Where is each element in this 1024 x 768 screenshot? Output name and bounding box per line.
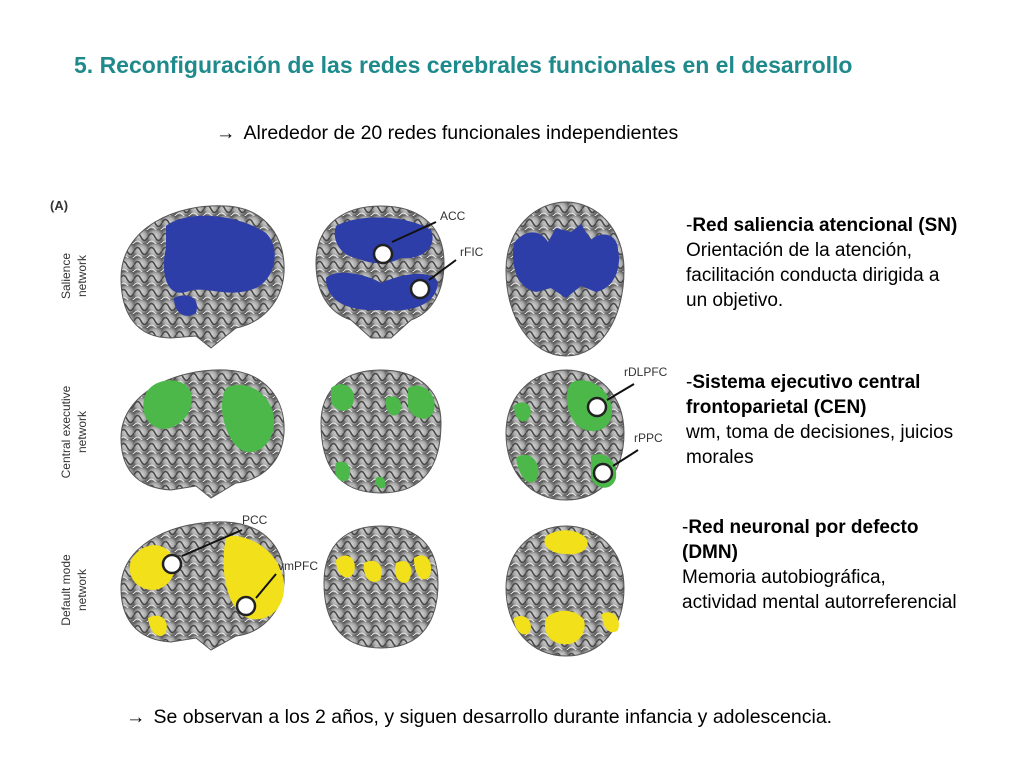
row-label-default-mode: Default mode network <box>59 554 89 626</box>
cen-axial-brain: rDLPFC rPPC <box>506 365 668 500</box>
cen-coronal-brain <box>321 370 441 493</box>
row-label-line2: network <box>75 410 89 453</box>
panel-label: (A) <box>50 198 68 213</box>
sn-line-3: un objetivo. <box>686 288 1016 313</box>
row-label-central-executive: Central executive network <box>59 385 89 478</box>
subtitle: → Alrededor de 20 redes funcionales indep… <box>216 122 678 145</box>
right-arrow-icon: → <box>126 706 146 728</box>
cen-sagittal-brain <box>121 370 284 498</box>
rdlpfc-marker <box>588 398 606 416</box>
acc-marker <box>374 245 392 263</box>
row-label-line2: network <box>75 254 89 297</box>
sn-line-2: facilitación conducta dirigida a <box>686 263 1016 288</box>
rfic-marker <box>411 280 429 298</box>
row-label-line2: network <box>75 568 89 611</box>
right-arrow-icon: → <box>216 122 236 144</box>
row-label-salience: Salience network <box>59 253 89 299</box>
dmn-line-2: actividad mental autorreferencial <box>682 590 1018 615</box>
salience-network-description: -Red saliencia atencional (SN) Orientaci… <box>686 213 1016 313</box>
rppc-marker <box>594 464 612 482</box>
footer-note: → Se observan a los 2 años, y siguen desa… <box>126 706 832 729</box>
cen-heading-text-2: frontoparietal (CEN) <box>686 395 1016 420</box>
cen-heading-text-1: Sistema ejecutivo central <box>692 372 920 393</box>
acc-label: ACC <box>440 209 466 223</box>
cen-line-1: wm, toma de decisiones, juicios <box>686 420 1016 445</box>
salience-axial-brain <box>506 202 624 356</box>
dmn-heading-text-1: Red neuronal por defecto <box>688 517 918 538</box>
dmn-line-1: Memoria autobiográfica, <box>682 565 1018 590</box>
brain-networks-figure: (A) Salience network Central executive n… <box>36 188 686 678</box>
dmn-heading-1: -Red neuronal por defecto <box>682 515 1018 540</box>
rppc-label: rPPC <box>634 431 663 445</box>
row-label-line1: Central executive <box>59 385 73 478</box>
cen-line-2: morales <box>686 445 1016 470</box>
row-label-line1: Salience <box>59 253 73 299</box>
footer-text: Se observan a los 2 años, y siguen desar… <box>154 706 833 728</box>
sn-line-1: Orientación de la atención, <box>686 238 1016 263</box>
pcc-marker <box>163 555 181 573</box>
central-executive-description: -Sistema ejecutivo central frontoparieta… <box>686 370 1016 470</box>
sn-heading: -Red saliencia atencional (SN) <box>686 213 1016 238</box>
slide-title: 5. Reconfiguración de las redes cerebral… <box>74 52 852 79</box>
rdlpfc-label: rDLPFC <box>624 365 668 379</box>
dmn-sagittal-brain: PCC vmPFC <box>121 513 318 650</box>
dmn-heading-text-2: (DMN) <box>682 540 1018 565</box>
salience-sagittal-brain <box>121 206 284 348</box>
cen-heading-1: -Sistema ejecutivo central <box>686 370 1016 395</box>
default-mode-description: -Red neuronal por defecto (DMN) Memoria … <box>682 515 1018 615</box>
rfic-label: rFIC <box>460 245 484 259</box>
salience-coronal-brain: ACC rFIC <box>316 206 484 338</box>
dmn-coronal-brain <box>324 526 438 648</box>
vmpfc-marker <box>237 597 255 615</box>
dmn-axial-brain <box>506 526 624 656</box>
subtitle-text: Alrededor de 20 redes funcionales indepe… <box>244 122 679 144</box>
pcc-label: PCC <box>242 513 268 527</box>
vmpfc-label: vmPFC <box>278 559 318 573</box>
row-label-line1: Default mode <box>59 554 73 626</box>
sn-heading-text: Red saliencia atencional (SN) <box>692 215 957 236</box>
